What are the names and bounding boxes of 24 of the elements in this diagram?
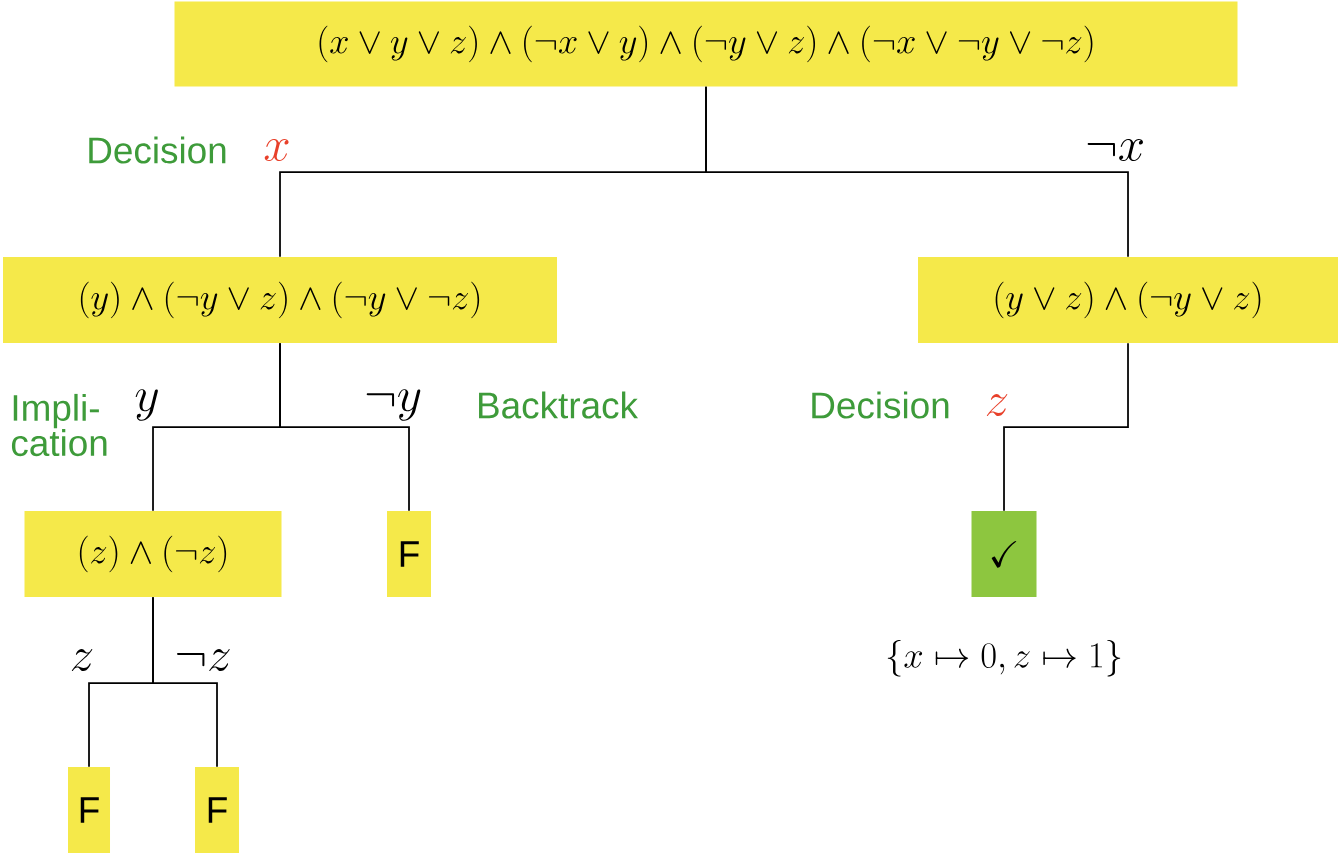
assignment-label: $\{x \mapsto 0, z \mapsto 1\}$ <box>887 640 1121 677</box>
result-box: $\checkmark$ <box>971 511 1037 597</box>
edge-label: $\lnot z$ <box>171 647 235 673</box>
edge-label: $\lnot y$ <box>361 387 425 423</box>
edge-label: $x$ <box>260 137 294 163</box>
annotation-text: Backtrack <box>479 391 639 419</box>
annotation-text: Decision <box>89 136 226 164</box>
leaf-box: F <box>195 767 239 853</box>
formula-box: $(y \lor z) \land (\lnot y \lor z)$ <box>918 257 1338 343</box>
edge-label: $y$ <box>132 387 162 423</box>
leaf-box: F <box>68 767 110 853</box>
formula-box: $(z) \land (\lnot z)$ <box>24 511 282 597</box>
formula-box: $(y) \land (\lnot y \lor z) \land (\lnot y \lor \lnot z)$ <box>3 257 557 343</box>
branch-line <box>705 86 1129 258</box>
branch-line <box>152 596 218 768</box>
edge-label: $z$ <box>67 647 97 673</box>
formula-box: $(x \lor y \lor z) \land (\lnot x \lor y) \land (\lnot y \lor z) \land (\lnot x \lor \lnot y \lor \lnot z)$ <box>174 1 1238 87</box>
annotation-text: Impli-cation <box>11 393 107 457</box>
edge-label: $\lnot x$ <box>1082 137 1148 163</box>
branch-line <box>279 342 410 512</box>
annotation-text: Decision <box>812 391 949 419</box>
leaf-box: F <box>387 511 431 597</box>
branch-line <box>1003 342 1129 512</box>
edge-label: $z$ <box>982 392 1012 418</box>
